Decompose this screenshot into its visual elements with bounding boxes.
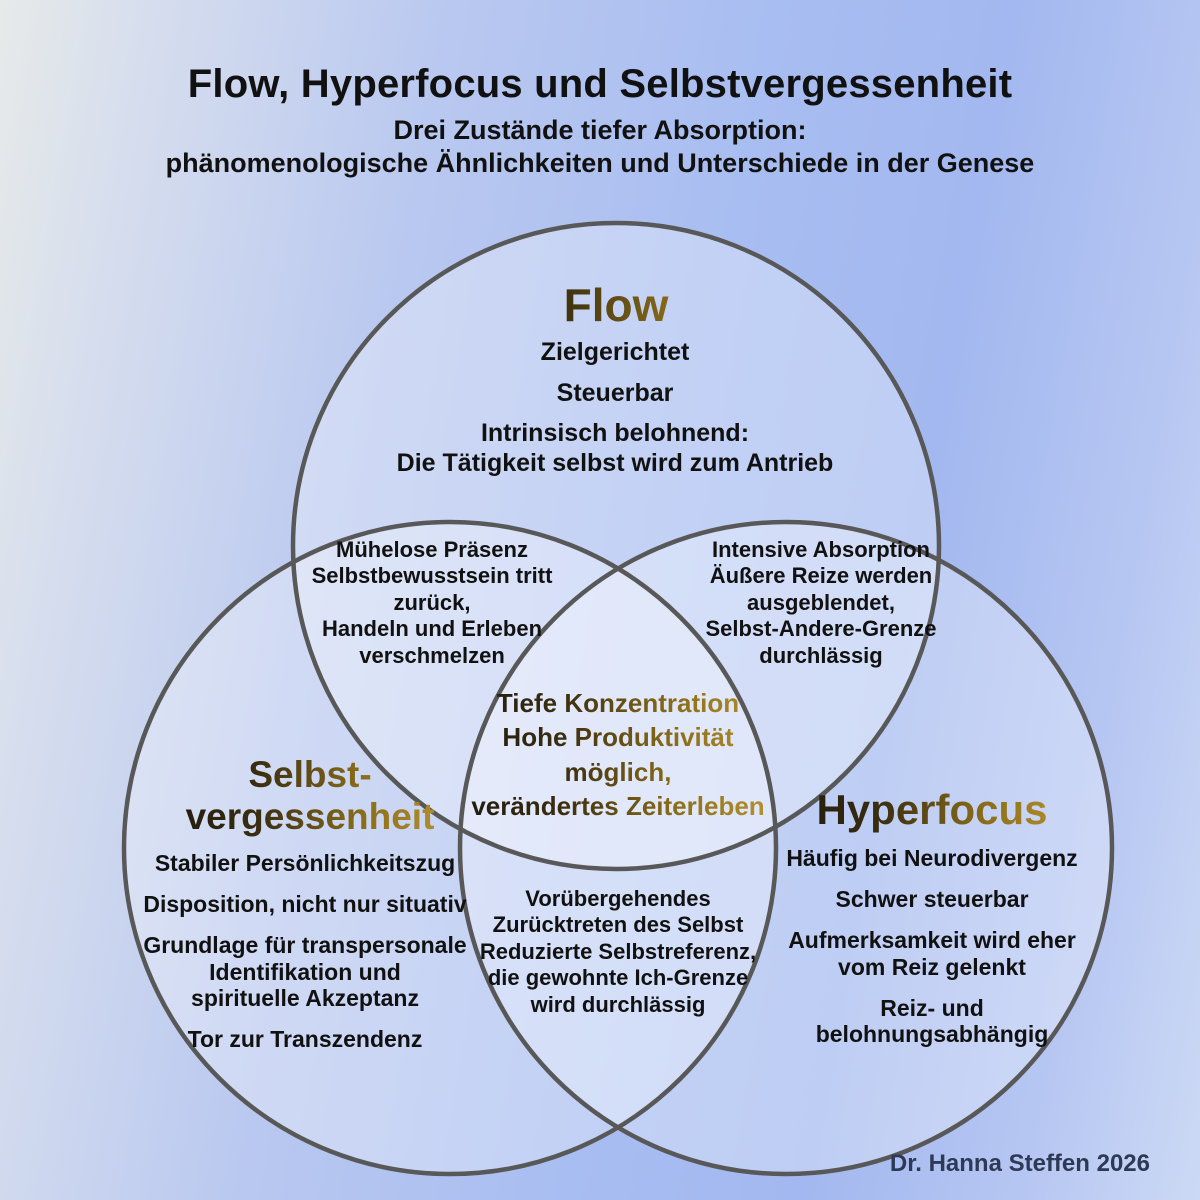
diagram-subtitle-line1: Drei Zustände tiefer Absorption: bbox=[393, 115, 807, 145]
selbstvergessenheit-circle-outline bbox=[121, 519, 779, 1177]
hyperfocus-item: Aufmerksamkeit wird eher vom Reiz gelenk… bbox=[788, 927, 1076, 980]
selbstvergessenheit-item: Grundlage für transpersonale Identifikat… bbox=[143, 932, 467, 1011]
overlap-flow-selbstvergessenheit: Mühelose Präsenz Selbstbewusstsein tritt… bbox=[311, 537, 553, 668]
overlap-selbstvergessenheit-hyperfocus: Vorübergehendes Zurücktreten des Selbst … bbox=[479, 886, 757, 1017]
hyperfocus-item: Häufig bei Neurodivergenz bbox=[786, 845, 1078, 871]
selbstvergessenheit-item: Disposition, nicht nur situativ bbox=[143, 891, 467, 918]
flow-item: Intrinsisch belohnend: Die Tätigkeit sel… bbox=[396, 419, 834, 477]
hyperfocus-circle-outline bbox=[457, 519, 1115, 1177]
flow-circle-fill bbox=[293, 223, 939, 869]
hyperfocus-item-list: Häufig bei Neurodivergenz Schwer steuerb… bbox=[745, 845, 1119, 1047]
overlap-flow-hyperfocus: Intensive Absorption Äußere Reize werden… bbox=[705, 537, 937, 668]
flow-item-list: Zielgerichtet Steuerbar Intrinsisch belo… bbox=[365, 338, 865, 478]
hyperfocus-item: Reiz- und belohnungsabhängig bbox=[815, 994, 1049, 1048]
selbstvergessenheit-item: Stabiler Persönlichkeitszug bbox=[154, 850, 456, 876]
hyperfocus-item: Schwer steuerbar bbox=[835, 886, 1029, 913]
overlap-center: Tiefe Konzentration Hohe Produktivität m… bbox=[428, 686, 808, 823]
hyperfocus-circle-title: Hyperfocus bbox=[757, 786, 1107, 834]
hyperfocus-circle-fill bbox=[460, 522, 1112, 1174]
selbstvergessenheit-circle-title: Selbst- vergessenheit bbox=[135, 754, 485, 838]
selbstvergessenheit-item: Tor zur Transzendenz bbox=[187, 1026, 423, 1053]
flow-item: Steuerbar bbox=[556, 378, 674, 407]
flow-item: Zielgerichtet bbox=[540, 338, 690, 366]
diagram-subtitle-line2: phänomenologische Ähnlichkeiten und Unte… bbox=[165, 148, 1035, 178]
flow-circle-title: Flow bbox=[416, 278, 816, 332]
flow-circle-outline bbox=[290, 220, 942, 872]
diagram-title: Flow, Hyperfocus und Selbstvergessenheit bbox=[187, 62, 1013, 106]
selbstvergessenheit-circle-fill bbox=[124, 522, 776, 1174]
selbstvergessenheit-item-list: Stabiler Persönlichkeitszug Disposition,… bbox=[118, 850, 492, 1052]
author-credit: Dr. Hanna Steffen 2026 bbox=[889, 1150, 1150, 1177]
